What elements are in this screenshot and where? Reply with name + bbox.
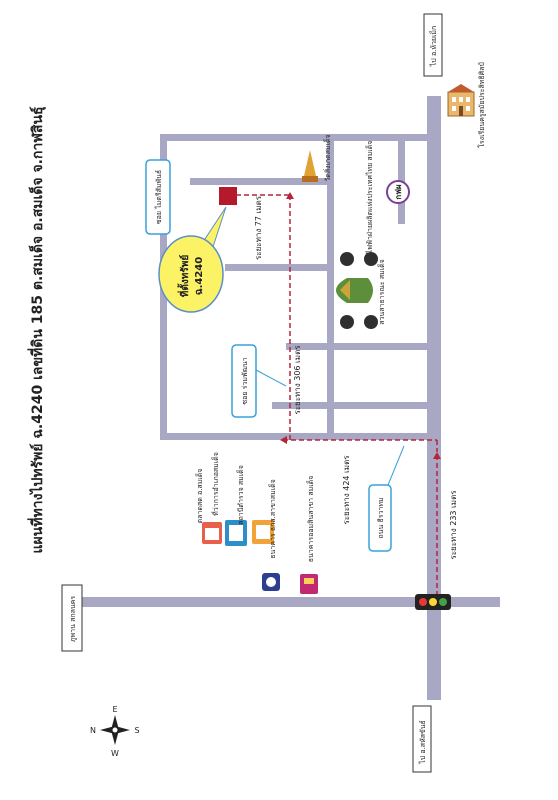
gsb-bank-icon	[300, 574, 318, 594]
soi-mittraphap-box: ซอย ไมตรีสัมพันธ์	[145, 159, 171, 235]
compass-w: W	[111, 749, 119, 758]
soi-ruamphatthana-box: ซอย ร่วมพัฒนา	[231, 344, 257, 418]
distance-label-424: ระยะทาง 424 เมตร	[342, 455, 351, 525]
road-mid-1	[286, 343, 436, 350]
road-mid-2	[272, 402, 436, 409]
main-highway	[427, 96, 441, 700]
school-label: โรงเรียนครูสมัยประสิทธิศิลป์	[477, 62, 486, 148]
temple-label: วัดสิ่งเกตสมเด็จ	[323, 134, 332, 181]
baac-bank-icon	[262, 573, 280, 591]
to-huai-mek-label: ไป อ.ห้วยเม็ก	[429, 26, 438, 68]
egat-logo: กฟผ	[386, 180, 410, 204]
distance-label-233: ระยะทาง 233 เมตร	[449, 490, 458, 560]
road-thepmongkol-pointer	[387, 445, 405, 486]
police-station-icon	[252, 520, 274, 544]
distance-label-306: ระยะทาง 306 เมตร	[293, 345, 302, 415]
district-office-label: ที่ว่าการอำเภอสมเด็จ	[211, 452, 220, 516]
compass-e: E	[112, 705, 117, 714]
crossroad-traffic-light	[70, 597, 500, 607]
soi-ruamphatthana-pointer	[255, 369, 287, 387]
compass-s: S	[134, 726, 139, 735]
soi-mittraphap-label: ซอย ไมตรีสัมพันธ์	[154, 170, 163, 224]
traffic-light-icon	[415, 594, 451, 610]
property-callout-line1: ที่ตั้งทรัพย์	[177, 255, 191, 298]
compass-rose-icon	[100, 715, 130, 745]
soi-ruamphatthana-label: ซอย ร่วมพัฒนา	[241, 357, 249, 404]
district-office-icon	[225, 520, 247, 546]
temple-icon	[302, 150, 318, 182]
map-title: แผนที่ทางไปทรัพย์ ฉ.4240 เลขที่ดิน 185 ต…	[27, 106, 46, 553]
market-label: ตลาดสด อ.สมเด็จ	[195, 469, 204, 524]
to-kuchinarai-label: ภูพาน สกลนคร	[69, 596, 77, 642]
road-top	[160, 134, 436, 141]
egat-label: การไฟฟ้าฝ่ายผลิตแห่งประเทศไทย สมเด็จ	[365, 141, 374, 266]
park-icon	[336, 252, 378, 329]
road-thepmongkol-label: ถนน ธีรวาทม	[377, 497, 385, 538]
soi-ruamphatthana-road	[225, 264, 330, 271]
road-bottom	[160, 433, 436, 440]
route-dashed	[228, 194, 438, 595]
baac-bank-label: ธนาคาร ธกส.สาขาสมเด็จ	[268, 479, 277, 558]
property-marker	[219, 187, 237, 205]
soi-mittraphap-road	[190, 178, 330, 185]
compass-n: N	[90, 726, 96, 735]
to-sahatsakhan-box: ไป อ.สหัสขันธ์	[412, 705, 432, 773]
to-huai-mek-box: ไป อ.ห้วยเม็ก	[423, 13, 443, 77]
to-kuchinarai-box: ภูพาน สกลนคร	[61, 584, 83, 652]
vertical-short	[398, 134, 405, 224]
vertical-mid	[327, 134, 334, 440]
gsb-bank-label: ธนาคารออมสินสาขา สมเด็จ	[306, 476, 315, 563]
egat-logo-text: กฟผ	[394, 184, 403, 200]
park-label: สวนสาธารณะ สมเด็จ	[377, 259, 386, 325]
market-icon	[202, 522, 222, 544]
police-station-label: สถานีตำรวจ สมเด็จ	[236, 465, 245, 525]
road-thepmongkol-box: ถนน ธีรวาทม	[368, 484, 392, 552]
distance-label-77: ระยะทาง 77 เมตร	[254, 195, 263, 260]
property-callout-line2: ฉ.4240	[194, 257, 205, 295]
school-icon	[447, 84, 475, 117]
property-callout	[158, 235, 224, 313]
to-sahatsakhan-label: ไป อ.สหัสขันธ์	[418, 720, 427, 765]
